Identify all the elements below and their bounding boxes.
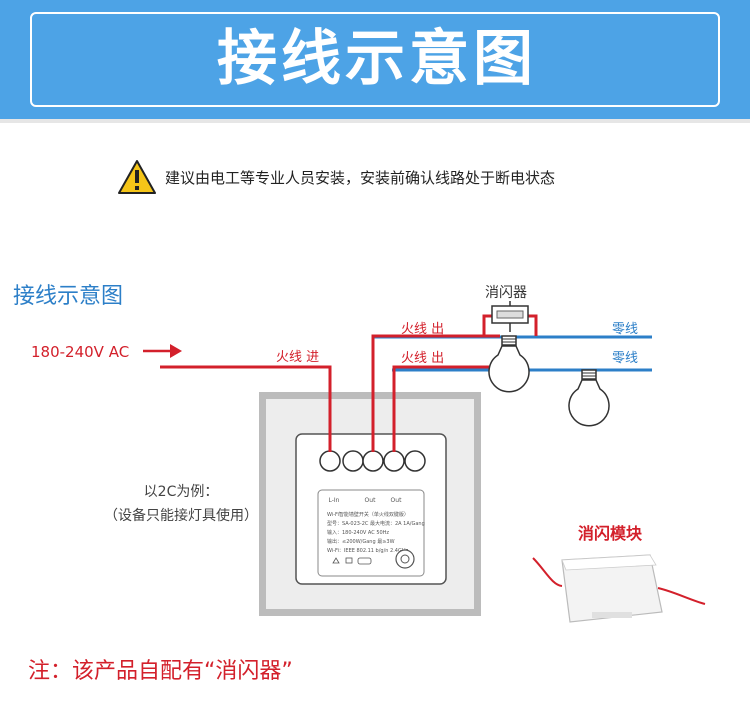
- page-title: 接线示意图: [217, 24, 537, 94]
- banner-frame: 接线示意图: [30, 12, 720, 107]
- live-out-label-1: 火线 出: [401, 322, 445, 337]
- terminal-l-in: [319, 450, 341, 472]
- terminal-block: [319, 450, 426, 472]
- example-line-2: （设备只能接灯具使用）: [104, 508, 258, 524]
- live-in-wire: [160, 365, 332, 452]
- footer-note: 注：该产品自配有“消闪器”: [28, 659, 293, 684]
- spec-line-3: 输入：180-240V AC 50Hz: [327, 529, 389, 536]
- module-label: 消闪模块: [578, 524, 643, 543]
- section-title: 接线示意图: [13, 284, 124, 309]
- terminal-5: [404, 450, 426, 472]
- example-line-1: 以2C为例：: [143, 484, 219, 500]
- header-banner: 接线示意图: [0, 0, 750, 123]
- warning-triangle-icon: [118, 160, 156, 194]
- spec-line-5: Wi-Fi：IEEE 802.11 b/g/n 2.4GHz: [327, 548, 409, 554]
- neutral-label-1: 零线: [612, 322, 639, 337]
- terminal-2: [342, 450, 364, 472]
- reset-button: [395, 549, 415, 569]
- port-label-out-2: Out: [391, 497, 403, 504]
- input-voltage-label: 180-240V AC: [31, 343, 130, 361]
- terminal-out-1: [362, 450, 384, 472]
- flicker-module-image: [532, 554, 706, 623]
- spec-line-2: 型号：SA-023-2C 最大电流：2A 1A/Gang: [327, 520, 425, 527]
- live-in-label: 火线 进: [276, 350, 320, 365]
- example-note: 以2C为例： （设备只能接灯具使用）: [76, 480, 286, 528]
- warning-text: 建议由电工等专业人员安装，安装前确认线路处于断电状态: [165, 168, 556, 187]
- spec-line-1: Wi-Fi智能墙壁开关（单火线双键版）: [327, 511, 409, 518]
- flicker-eliminator-icon: [491, 301, 529, 332]
- terminal-out-2: [383, 450, 405, 472]
- lightbulb-1-icon: [488, 335, 530, 393]
- neutral-label-2: 零线: [612, 351, 639, 366]
- live-out-wire-1: [371, 334, 500, 452]
- lightbulb-2-icon: [568, 369, 610, 427]
- live-out-label-2: 火线 出: [401, 351, 445, 366]
- warning-notice: 建议由电工等专业人员安装，安装前确认线路处于断电状态: [117, 157, 555, 197]
- spec-line-4: 输出：≤200W/Gang 最≥3W: [327, 538, 395, 545]
- certification-icons: [332, 557, 372, 565]
- flicker-eliminator-label: 消闪器: [485, 285, 527, 301]
- port-label-l-in: L-In: [329, 497, 340, 504]
- port-label-out-1: Out: [365, 497, 377, 504]
- live-out-wire-2: [392, 365, 520, 452]
- arrow-right-icon: [170, 344, 182, 358]
